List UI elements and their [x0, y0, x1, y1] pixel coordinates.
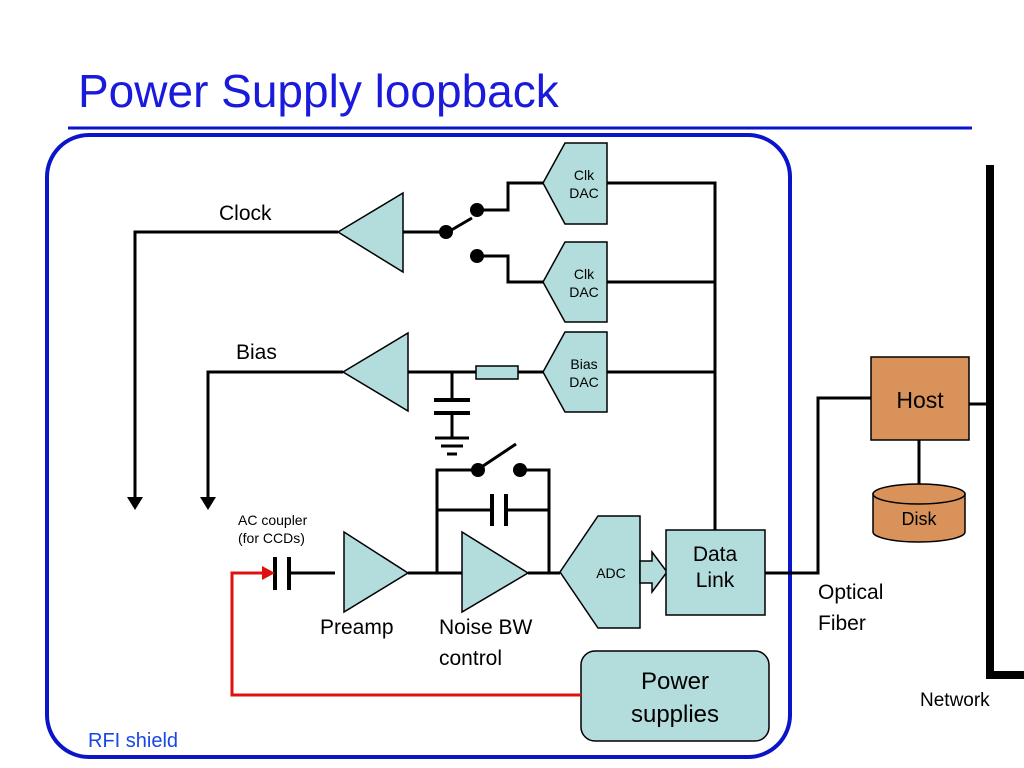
bias-driver-amp — [341, 331, 409, 413]
bias-arrow-head — [200, 497, 216, 510]
network-label: Network — [920, 690, 990, 711]
clk-dac-1-label-bottom: DAC — [569, 185, 599, 201]
feedback-outer — [435, 468, 475, 573]
clock-label: Clock — [219, 202, 272, 225]
wiring — [133, 181, 990, 575]
disk-label: Disk — [902, 509, 938, 529]
clock-driver-amp — [336, 191, 404, 274]
feedback-outer-right — [524, 468, 551, 573]
ground-symbol — [435, 436, 469, 456]
switch-to-clkdac1 — [477, 181, 543, 212]
adc-to-datalink-arrow — [639, 549, 668, 595]
rfi-shield-border — [45, 133, 792, 759]
host-box — [870, 356, 970, 441]
data-link-label-bottom: Link — [696, 569, 735, 592]
loopback-arrow-head — [262, 566, 275, 580]
power-supplies-label-top: Power — [641, 668, 709, 695]
clk-dac-2-label-bottom: DAC — [569, 284, 599, 300]
clk-dac-1-label-top: Clk — [574, 167, 595, 183]
power-supplies-label-bottom: supplies — [631, 701, 719, 728]
ac-coupler-capacitor — [273, 557, 291, 590]
preamp-label: Preamp — [320, 616, 394, 639]
preamp-amp — [343, 530, 410, 614]
slide-title: Power Supply loopback — [78, 65, 559, 117]
data-link-label-top: Data — [693, 543, 738, 566]
bias-wire — [206, 370, 343, 500]
noise-bw-label-1: Noise BW — [439, 616, 533, 639]
bias-dac-label-top: Bias — [570, 356, 597, 372]
feedback-capacitor — [490, 494, 508, 526]
dac-bus — [607, 181, 717, 530]
host-label: Host — [896, 387, 944, 413]
network-backbone — [986, 165, 1024, 679]
bias-label: Bias — [236, 341, 277, 364]
switch-contacts — [439, 203, 527, 477]
rfi-shield-label: RFI shield — [88, 730, 178, 752]
bias-capacitor — [434, 398, 470, 415]
clk-dac-1-shape — [542, 142, 608, 225]
clk-dac-2-label-top: Clk — [574, 266, 595, 282]
bias-dac-shape — [542, 331, 608, 413]
bias-resistor — [475, 365, 519, 380]
ac-coupler-label-1: AC coupler — [238, 512, 308, 528]
ac-coupler-label-2: (for CCDs) — [238, 530, 305, 546]
power-loopback-wire — [230, 571, 581, 697]
feedback-switch-blade — [479, 442, 517, 470]
clock-arrow-head — [127, 497, 143, 510]
bias-dac-label-bottom: DAC — [569, 374, 599, 390]
disk-cylinder — [872, 483, 966, 543]
clk-dac-2-shape — [542, 241, 608, 323]
adc-shape — [559, 515, 641, 629]
optical-fiber-wire — [765, 396, 871, 575]
adc-label: ADC — [596, 565, 626, 581]
switch-to-clkdac2 — [477, 254, 543, 284]
optical-fiber-label-2: Fiber — [818, 612, 866, 635]
noise-bw-label-2: control — [439, 647, 502, 670]
noise-bw-amp — [461, 530, 530, 614]
data-link-box — [665, 529, 766, 616]
optical-fiber-label-1: Optical — [818, 581, 883, 604]
clock-wire — [133, 230, 338, 500]
